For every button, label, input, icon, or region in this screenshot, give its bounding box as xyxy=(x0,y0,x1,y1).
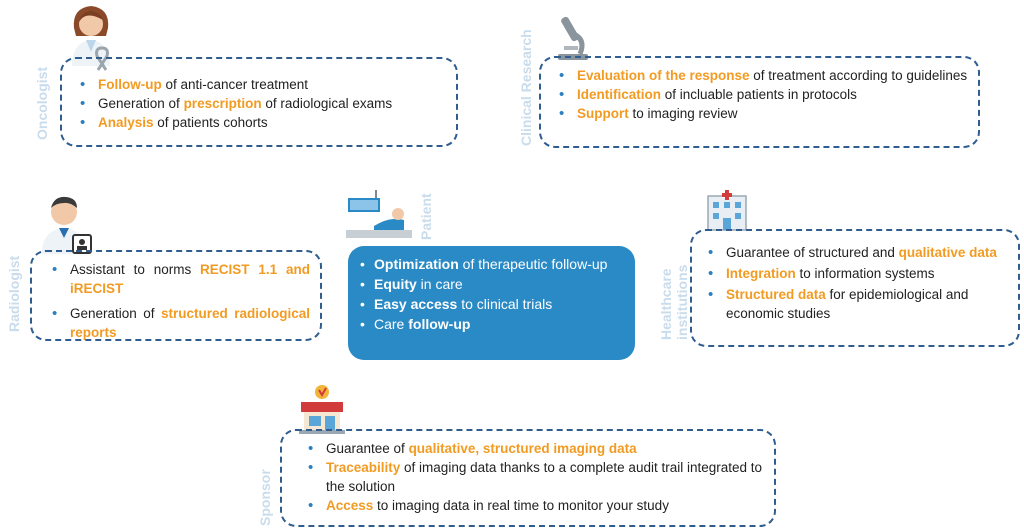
list-item: Guarantee of structured and qualitative … xyxy=(700,243,1008,262)
list-item: Care follow-up xyxy=(358,314,625,334)
hospital-icon xyxy=(707,188,747,231)
list-item: Equity in care xyxy=(358,274,625,294)
list-item: Access to imaging data in real time to m… xyxy=(300,496,764,515)
list-item: Generation of prescription of radiologic… xyxy=(72,94,446,113)
list-item: Analysis of patients cohorts xyxy=(72,113,446,132)
list-item: Identification of incluable patients in … xyxy=(551,85,968,104)
list-item: Evaluation of the response of treatment … xyxy=(551,66,968,85)
ribbon-icon xyxy=(95,46,109,71)
healthcare-box: Guarantee of structured and qualitative … xyxy=(690,229,1020,347)
healthcare-label-line1: Healthcare xyxy=(658,268,674,340)
list-item: Guarantee of qualitative, structured ima… xyxy=(300,439,764,458)
x-ray-icon xyxy=(72,234,92,254)
sponsor-box: Guarantee of qualitative, structured ima… xyxy=(280,429,776,527)
sponsor-label: Sponsor xyxy=(257,469,273,526)
patient-box: Optimization of therapeutic follow-up Eq… xyxy=(348,246,635,360)
patient-label: Patient xyxy=(418,193,434,240)
oncologist-label: Oncologist xyxy=(34,66,50,140)
list-item: Integration to information systems xyxy=(700,264,1008,283)
list-item: Structured data for epidemiological and … xyxy=(700,285,1008,323)
list-item: Easy access to clinical trials xyxy=(358,294,625,314)
store-icon xyxy=(299,385,345,434)
clinical-research-box: Evaluation of the response of treatment … xyxy=(539,56,980,148)
list-item: Assistant to norms RECIST 1.1 and iRECIS… xyxy=(44,260,310,298)
list-item: Traceability of imaging data thanks to a… xyxy=(300,458,764,496)
radiologist-box: Assistant to norms RECIST 1.1 and iRECIS… xyxy=(30,250,322,341)
patient-bed-icon xyxy=(346,190,412,238)
list-item: Generation of structured radiological re… xyxy=(44,304,310,342)
list-item: Support to imaging review xyxy=(551,104,968,123)
list-item: Follow-up of anti-cancer treatment xyxy=(72,75,446,94)
clinical-research-label: Clinical Research xyxy=(518,29,534,146)
healthcare-label-line2: institutions xyxy=(674,264,690,340)
radiologist-label: Radiologist xyxy=(6,255,22,332)
microscope-icon xyxy=(558,16,588,60)
oncologist-box: Follow-up of anti-cancer treatment Gener… xyxy=(60,57,458,147)
list-item: Optimization of therapeutic follow-up xyxy=(358,254,625,274)
